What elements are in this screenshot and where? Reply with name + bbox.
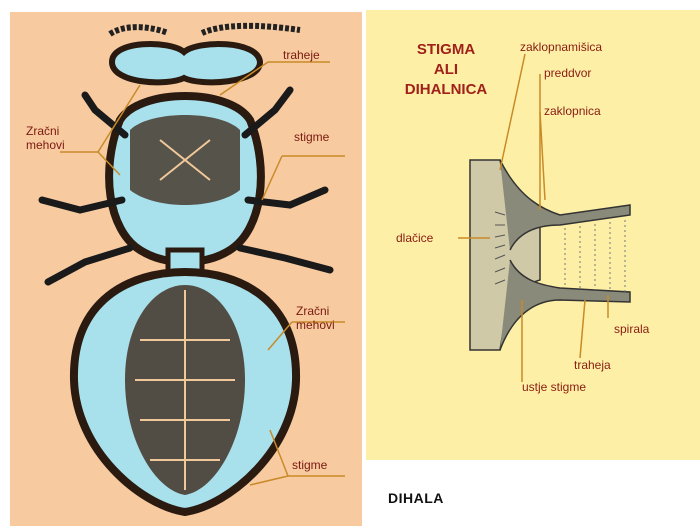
label-hairs: dlačice [396, 231, 433, 245]
label-mouth: ustje stigme [522, 380, 586, 394]
label-vestibule: preddvor [544, 66, 591, 80]
valve-upper [500, 160, 630, 250]
label-spiral: spirala [614, 322, 649, 336]
label-valve-lid: zaklopnamišica [520, 40, 602, 54]
label-trachea: traheja [574, 358, 611, 372]
spiracle-title: STIGMA ALI DIHALNICA [386, 40, 506, 100]
label-valve: zaklopnica [544, 104, 601, 118]
footer-title: DIHALA [388, 490, 444, 506]
spiral-lines [565, 220, 625, 292]
